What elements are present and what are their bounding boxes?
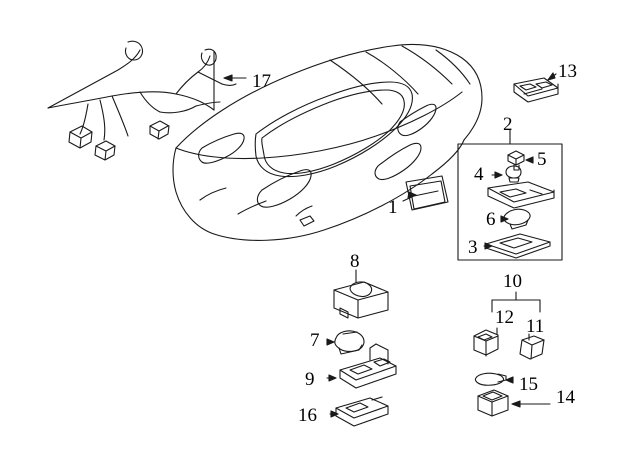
callout-7: 7	[310, 330, 320, 351]
part-16-bracket	[329, 396, 389, 427]
callout-1: 1	[388, 197, 398, 218]
callout-9: 9	[305, 369, 315, 390]
part-14-lamp	[477, 389, 551, 417]
callout-2: 2	[503, 114, 513, 135]
callout-6: 6	[486, 209, 496, 230]
callout-5: 5	[537, 149, 547, 170]
part-4-bulb	[491, 165, 522, 183]
bracket-10	[491, 291, 541, 313]
part-9-map-lamp	[326, 343, 397, 389]
callout-10: 10	[503, 271, 522, 292]
part-6-switch	[500, 208, 531, 230]
callout-15: 15	[519, 374, 538, 395]
part-15-bulb	[474, 372, 514, 386]
callout-8: 8	[350, 251, 360, 272]
callout-3: 3	[468, 237, 478, 258]
headliner-panel	[172, 43, 483, 241]
callout-17: 17	[252, 71, 271, 92]
part-5-nut	[507, 150, 534, 171]
part-11-connector	[519, 333, 545, 360]
callout-4: 4	[474, 164, 484, 185]
assembly-2-box	[457, 129, 563, 261]
part-12-switch	[473, 327, 499, 357]
callout-11: 11	[526, 316, 545, 337]
part-13-console	[513, 72, 559, 103]
part-17-roof-harness	[47, 40, 247, 161]
part-3-lamp-base	[483, 233, 551, 259]
callout-12: 12	[495, 307, 514, 328]
callout-16: 16	[298, 405, 317, 426]
part-7-lamp	[326, 330, 365, 355]
callout-14: 14	[556, 387, 575, 408]
part-2-lamp-housing	[487, 181, 555, 209]
part-8-bracket	[333, 269, 389, 319]
callout-13: 13	[558, 61, 577, 82]
part-1-lens	[402, 175, 449, 211]
